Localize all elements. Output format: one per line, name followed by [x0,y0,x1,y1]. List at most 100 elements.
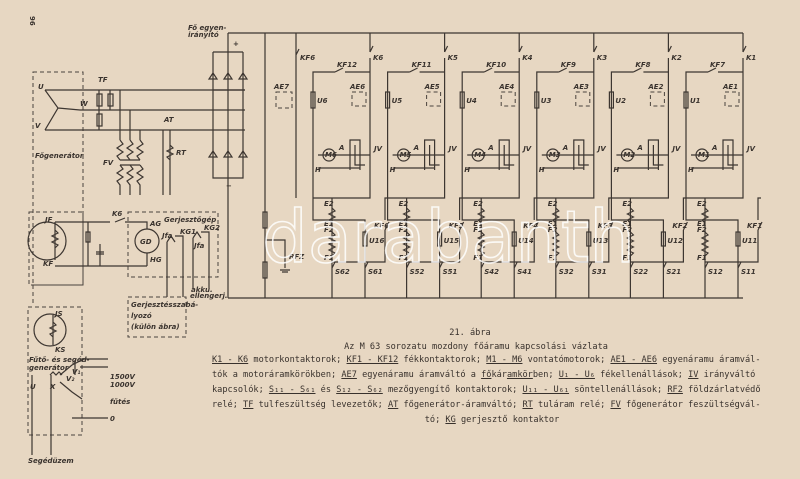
legend-code: KG [445,415,456,425]
motor-label: M3 [549,151,561,159]
motor-contactor-label: K5 [448,54,458,62]
brake-contactor-label: KF12 [337,61,357,69]
reverser-label: JV [447,145,458,153]
kg-contact-label: K6 [112,210,122,218]
legend-text: tulfeszültség levezetők; [253,400,388,410]
page-number: 96 [28,16,36,26]
figure-legend: K1 - K6 motorkontaktorok; KF1 - KF12 fék… [212,353,772,428]
legend-text: kár [491,370,507,380]
circuit-wiring [536,33,614,298]
f2-label: F2 [697,226,707,234]
field-label: H [315,166,321,174]
legend-code: AE1 - AE6 [610,355,658,365]
kf-label: KF [43,260,53,268]
legend-text: fékellenállások; [594,370,689,380]
current-transducer [426,91,442,107]
tf-label: TF [98,76,108,84]
aux-generator-label-2: generátor [29,364,69,372]
legend-code: IV [688,370,699,380]
figure-number: 21. ábra [449,328,491,338]
brake-resistor-label: U3 [541,97,552,105]
legend-code: U₁ - U₆ [558,370,595,380]
legend-text: tók a motoráramkörökben; [212,370,342,380]
field-label: H [539,166,545,174]
brake-resistor-label: U5 [392,97,403,105]
legend-text: kapcsolók; [212,385,269,395]
legend-code: AE7 [341,370,357,380]
f2-label: F2 [473,226,483,234]
legend-text: főgenerátor feszültségvál- [620,400,761,410]
armature-label: A [636,144,642,152]
brake-resistor [459,91,465,109]
field-label: H [688,166,694,174]
rfz-label: RFZ [289,253,305,261]
shunt-resistor-label: U14 [518,237,534,245]
aux-u-label: U [30,383,36,391]
armature-label: A [562,144,568,152]
legend-text: tuláram relé; [532,400,611,410]
current-transducer [351,91,367,107]
motor-label: M5 [400,151,412,159]
brake-resistor-label: U6 [317,97,328,105]
motor-contactor-label: K4 [522,54,532,62]
legend-text: tó; [424,415,446,425]
shunt-resistor [586,231,592,247]
shunt-resistor-label: U12 [667,237,683,245]
transducer-label: AE4 [498,83,514,91]
e1-label: E1 [324,220,334,228]
legend-code: FV [610,400,621,410]
shunt-contactor-label: KF4 [523,222,538,230]
brake-contactor-label: KF10 [486,61,506,69]
fv-label: FV [103,159,114,167]
legend-code: RF2 [667,385,683,395]
e2-label: E2 [697,200,707,208]
shunt-resistor-label: U15 [444,237,460,245]
brake-resistor [534,91,540,109]
ks-label: KS [55,346,65,354]
field-label: H [390,166,396,174]
reverser-label: JV [596,145,607,153]
legend-line: relé; TF tulfeszültség levezetők; AT főg… [212,398,772,413]
shunt-resistor-label: U16 [369,237,385,245]
legend-text: gerjesztő kontaktor [455,415,560,425]
main-generator: U W V Főgenerátor [32,71,245,286]
f1-label: F1 [622,254,632,262]
legend-text: főgenerátor-áramváltó; [398,400,523,410]
brake-contactor-label: KF11 [412,61,432,69]
legend-text: relé; [212,400,244,410]
v2-label: V₂ [66,375,75,383]
current-transducer [500,91,516,107]
field-weakening-contactor-label: S12 [708,268,723,276]
aux-x-label: X [49,383,56,391]
phase-u-label: U [38,83,44,91]
shunt-contactor-label: KF2 [672,222,687,230]
jfa1-label: Jfa [160,232,173,240]
motor-icon [322,148,336,162]
circuit-wiring [610,33,688,298]
brake-resistor [608,91,615,109]
rectifier-label-1: Fő egyen- [188,23,227,32]
kg1-label: KG1 [180,228,196,236]
f1-label: F1 [548,254,558,262]
v1000-label: 1000V [110,381,135,389]
plus-label: + [233,40,239,48]
legend-code: S₁₂ - S₆₂ [336,385,383,395]
legend-code: KF1 - KF12 [346,355,399,365]
rt-label: RT [176,149,187,157]
figure-title: Az M 63 sorozatu mozdony főáramu kapcsol… [344,342,608,352]
legend-code: U₁₁ - U₆₁ [522,385,570,395]
motor-label: M6 [325,151,337,159]
legend-text: mezőgyengítő kontaktorok; [382,385,523,395]
motor-icon [695,148,709,162]
motor-contactor-label: K6 [373,54,383,62]
legend-line: K1 - K6 motorkontaktorok; KF1 - KF12 fék… [212,353,772,368]
f1-label: F1 [399,254,409,262]
e1-label: E1 [399,220,409,228]
transducer-label: AE6 [349,83,365,91]
circuit-wiring [387,33,465,298]
